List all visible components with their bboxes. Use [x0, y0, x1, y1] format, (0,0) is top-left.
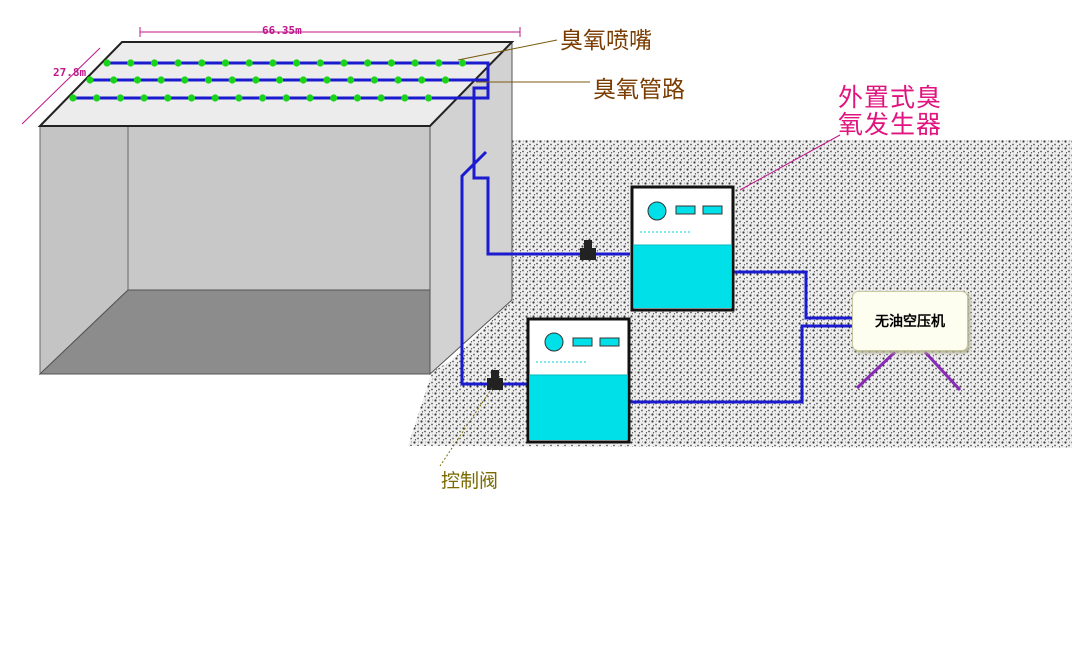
ozone-nozzle [235, 94, 243, 102]
ozone-nozzle [316, 59, 324, 67]
leader-lines [439, 39, 841, 467]
air-pipes [630, 270, 852, 404]
ozone-nozzle [221, 59, 230, 67]
ozone-nozzle [353, 94, 361, 102]
compressor-legs [855, 350, 962, 392]
ozone-nozzle [401, 94, 409, 102]
tank-top-surface [37, 41, 515, 127]
ozone-nozzle [377, 94, 385, 102]
tank [37, 40, 515, 376]
ozone-nozzle [133, 76, 141, 84]
external-generator-label-line2: 氧发生器 [838, 110, 943, 139]
ozone-nozzle [276, 76, 284, 84]
ozone-nozzle [364, 59, 372, 67]
ozone-nozzle [418, 76, 426, 84]
ozone-nozzle [441, 76, 450, 84]
ozone-nozzle [458, 59, 467, 67]
ozone-nozzle [259, 94, 267, 102]
ozone-nozzle [330, 94, 338, 102]
generator-upper-indicator-1 [675, 205, 696, 215]
ozone-nozzle [340, 59, 348, 67]
compressor-label: 无油空压机 [875, 314, 945, 330]
ozone-nozzle [116, 94, 124, 102]
ozone-nozzle [198, 59, 206, 67]
ozone-nozzle-label: 臭氧喷嘴 [560, 28, 652, 54]
ozone-nozzle [164, 94, 172, 102]
ozone-pipeline-label: 臭氧管路 [593, 77, 685, 103]
generator-upper-dial-icon [647, 201, 667, 221]
ozone-nozzle [174, 59, 182, 67]
ozone-nozzle [157, 76, 165, 84]
ozone-nozzle [204, 76, 213, 84]
control-valve-upper[interactable] [580, 240, 596, 260]
length-dimension-label: 66.35m [262, 24, 302, 37]
ozone-nozzle [228, 76, 236, 84]
ozone-nozzle [93, 94, 101, 102]
external-generator-label-line1: 外置式臭 [838, 83, 943, 112]
ozone-nozzle [323, 76, 331, 84]
ozone-nozzle [306, 94, 314, 102]
ozone-nozzle [110, 76, 118, 84]
ozone-nozzle [103, 59, 111, 67]
oil-free-air-compressor: 无油空压机 [852, 291, 968, 351]
control-valve-label: 控制阀 [441, 470, 499, 492]
ozone-nozzle [299, 76, 307, 84]
ozone-nozzle [347, 76, 355, 84]
ozone-nozzle [69, 94, 77, 102]
ozone-nozzle [293, 59, 301, 67]
ozone-nozzle [181, 76, 189, 84]
control-valve-lower[interactable] [487, 370, 503, 390]
dimension-markers [21, 27, 521, 125]
ozone-nozzle [394, 76, 402, 84]
generator-lower-indicator-1 [572, 337, 593, 347]
ozone-nozzle [140, 94, 148, 102]
ozone-nozzles [69, 59, 467, 102]
ozone-nozzle [370, 76, 378, 84]
ozone-nozzle [282, 94, 290, 102]
generator-upper-indicator-2 [702, 205, 723, 215]
generator-lower-dial-icon [544, 332, 564, 352]
ozone-nozzle [150, 59, 158, 67]
ozone-nozzle [187, 94, 196, 102]
ozone-nozzle [252, 76, 260, 84]
ozone-nozzle [86, 76, 94, 84]
ozone-nozzle [387, 59, 395, 67]
ozone-nozzle [411, 59, 419, 67]
ozone-nozzle [424, 94, 433, 102]
ozone-nozzle [435, 59, 443, 67]
ozone-generator-lower [526, 317, 631, 444]
ozone-nozzle [245, 59, 253, 67]
ozone-generator-upper [630, 185, 735, 312]
width-dimension-label: 27.8m [53, 66, 87, 79]
ozone-nozzle [127, 59, 135, 67]
ozone-nozzle [269, 59, 277, 67]
ozone-nozzle [211, 94, 219, 102]
generator-lower-indicator-2 [599, 337, 620, 347]
